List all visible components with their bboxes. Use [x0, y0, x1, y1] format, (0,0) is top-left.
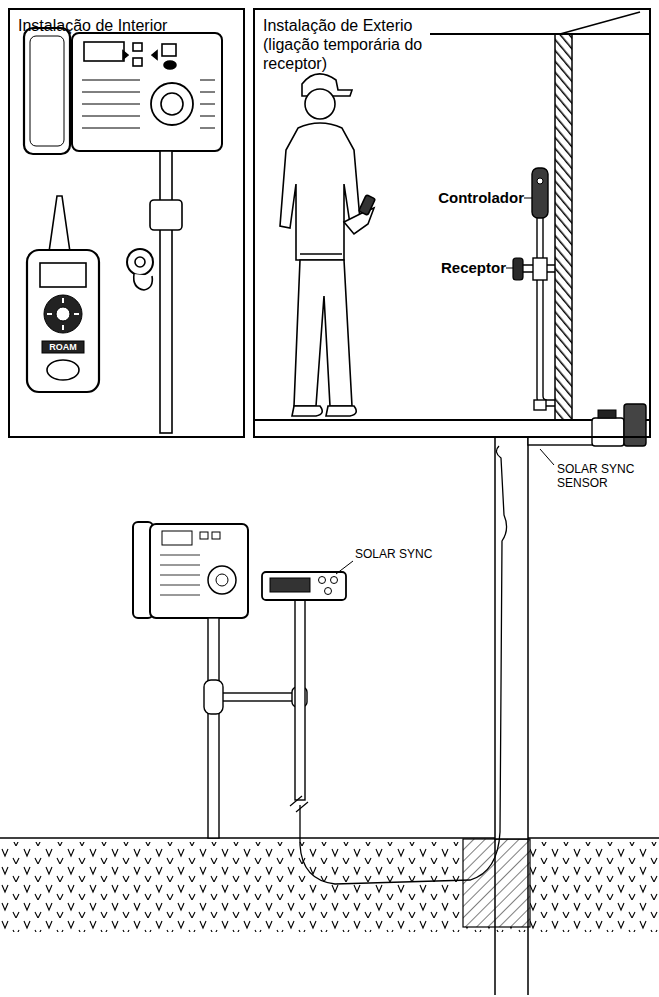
controller-button: [212, 532, 220, 539]
conduit-pipe: [537, 215, 555, 406]
sensor-arm: [528, 437, 594, 445]
torso: [280, 123, 360, 260]
break-mark: [290, 796, 308, 812]
panel-heading: Instalação de Interior: [18, 16, 228, 35]
remote-body: [27, 250, 99, 392]
pipe-fitting: [534, 400, 546, 410]
module-panel: [270, 578, 310, 592]
controller-button: [133, 43, 142, 51]
remote-dpad: [44, 295, 82, 333]
leader-line: [336, 561, 353, 574]
controller-button: [133, 58, 142, 66]
ground-line: [0, 837, 659, 839]
remote-center-button: [56, 307, 70, 321]
pole-base: [495, 839, 528, 995]
small-controller: [532, 168, 548, 218]
controller-button: [162, 44, 176, 56]
controller-screen: [162, 531, 192, 545]
sensor-head: [624, 404, 646, 446]
controller-pole: [208, 618, 219, 838]
controller-markings: [160, 555, 200, 595]
technician-figure: [280, 74, 375, 416]
remote-brand-band: [42, 341, 84, 353]
remote-screen: [40, 263, 86, 287]
remote-antenna: [49, 196, 70, 252]
callout-label: Receptor: [430, 259, 506, 277]
indoor-controller: [24, 28, 222, 433]
controller-markings: [82, 80, 215, 128]
controller-door: [24, 28, 70, 154]
callout-label: SOLAR SYNC SENSOR: [557, 462, 637, 490]
field-installation: [0, 404, 659, 995]
door-inner: [30, 36, 64, 146]
panel-frame: Instalação de Exterio (ligação temporári…: [253, 8, 651, 438]
controller-screen: [84, 42, 124, 61]
shoes: [292, 406, 356, 416]
controller-button: [200, 532, 208, 539]
leader-line: [506, 268, 513, 269]
remote-logo: [47, 360, 79, 380]
solar-sync-module: [262, 572, 346, 600]
conduit-coupling: [204, 680, 223, 714]
controller-button: [164, 61, 176, 69]
controller-dial: [208, 566, 236, 594]
controller-indicator: [537, 178, 543, 184]
controller-body: [150, 524, 248, 618]
roof-line: [560, 12, 640, 34]
panel-heading: Instalação de Exterio (ligação temporári…: [263, 16, 448, 73]
hose-valve: [127, 249, 153, 275]
module-terminal: [325, 588, 332, 595]
controller-body: [72, 33, 222, 151]
remote-dpad-marks: [47, 298, 79, 330]
controller-dial-knob: [216, 574, 228, 586]
pole-clamp: [150, 200, 182, 230]
controller-dial: [151, 83, 193, 125]
hatched-post: [555, 34, 572, 420]
module-terminal: [319, 577, 326, 584]
solar-sync-pole: [295, 600, 305, 800]
leader-line: [524, 198, 532, 199]
head: [305, 89, 335, 119]
valve-stem: [135, 257, 145, 267]
conduit: [219, 693, 295, 701]
outdoor-scene: [255, 12, 651, 420]
sensor-cap: [598, 410, 616, 418]
phone: [359, 195, 376, 216]
belt: [300, 253, 342, 255]
brand-label: ROAM: [42, 342, 84, 352]
legs: [294, 260, 352, 406]
mounting-pole: [160, 151, 172, 433]
controller-dial-knob: [161, 93, 183, 115]
callout-label: Controlador: [424, 189, 524, 207]
callout-label: SOLAR SYNC: [355, 547, 465, 561]
sensor-housing: [592, 418, 624, 446]
tee-fitting: [533, 258, 547, 280]
leader-line: [540, 449, 554, 465]
ceiling-line: [430, 33, 651, 35]
sensor-wire: [300, 446, 507, 884]
controller-arrows: [123, 51, 157, 59]
valve-spout: [134, 274, 153, 290]
roam-remote: [27, 196, 99, 392]
grass-area: [0, 842, 659, 932]
receiver-unit: [513, 258, 523, 280]
panel-frame: Instalação de Interior: [8, 8, 245, 438]
module-terminal: [331, 577, 338, 584]
